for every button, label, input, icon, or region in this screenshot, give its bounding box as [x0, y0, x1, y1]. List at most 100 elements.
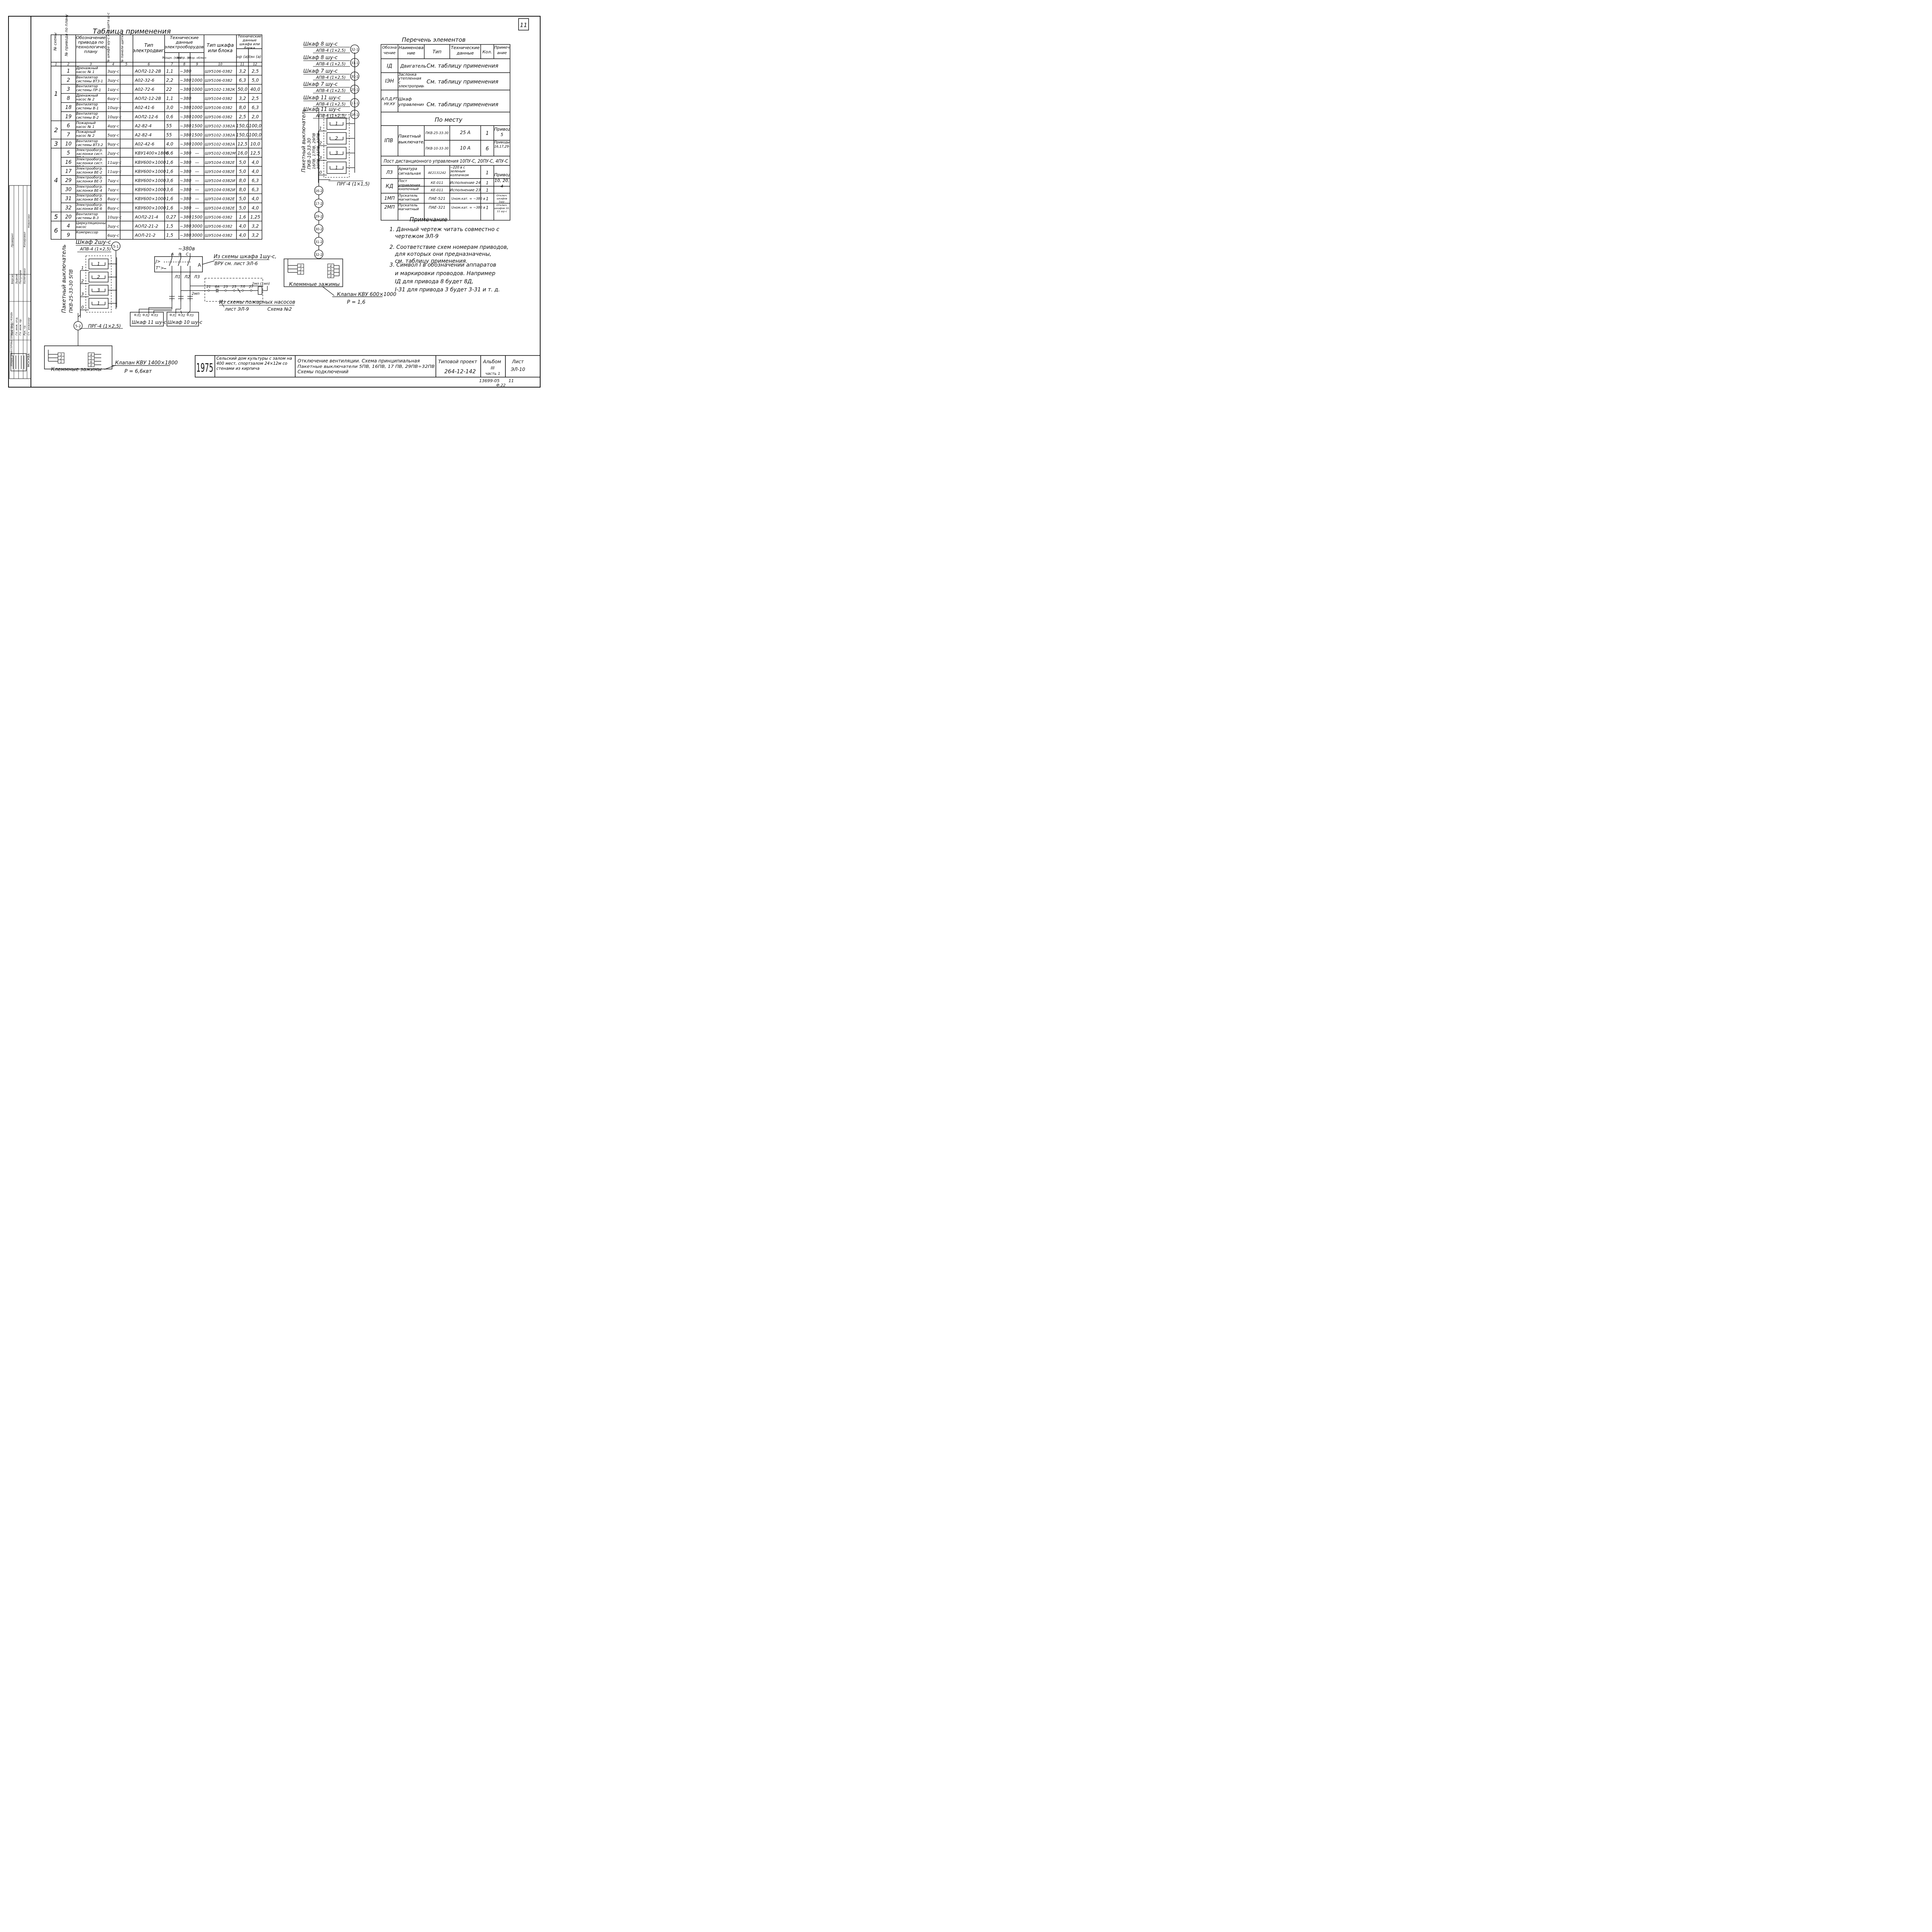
md-source-note-1: Из схемы шкафа 1шу-с,	[214, 254, 277, 260]
stamp-logo	[10, 353, 27, 371]
row-5-name: Вентилятор системы В-2	[76, 112, 99, 120]
stamp-check-1: Проверил	[11, 233, 14, 247]
row-18-rpm: 3000	[192, 233, 202, 238]
header-panel: № панели щитка	[121, 33, 124, 63]
row-4-name: Вентилятор системы В-1	[76, 103, 99, 111]
row-15-block: ШУ5104-0382Е	[205, 206, 235, 211]
rd-out-tag-text-1: 16-2	[315, 189, 322, 193]
row-4-cab: 10шу-с	[107, 106, 122, 110]
scheme-number-6: 6	[54, 227, 58, 234]
row-6-v: ~380	[180, 123, 191, 128]
row-15-drive: 32	[65, 205, 72, 211]
row-13-kw: 3,6	[166, 187, 173, 192]
row-2-rpm: 1000	[192, 87, 202, 92]
el-r6-qty1: 1	[486, 180, 489, 185]
row-18-ien: 3,2	[252, 233, 259, 238]
el-r8-name: Пускатель магнитный	[398, 204, 419, 211]
el-r5-data: ~220 в с зеленым колпачком	[450, 166, 469, 177]
row-12-ien: 6,3	[252, 178, 259, 183]
ld-terminal-text-r-1: 4	[90, 353, 92, 357]
row-15-name: Электрообогр. заслонки ВЕ-6	[76, 203, 103, 211]
rd-terminal-text-r-4: 0	[330, 275, 332, 278]
rd-terminal-box	[284, 259, 343, 287]
row-1-ien: 5,0	[252, 77, 259, 83]
scheme-number-1: 1	[54, 90, 58, 97]
row-15-ien: 4,0	[252, 205, 259, 211]
row-8-ien: 10,0	[250, 141, 260, 147]
col-number-10: 10	[218, 63, 223, 66]
row-9-kw: 6,6	[166, 150, 173, 156]
el-r7-code: 1МП	[384, 196, 395, 201]
el-r3-code: А,П,Д,РТ НУ,КУ	[381, 97, 398, 106]
row-11-inr: 5,0	[239, 168, 246, 174]
ld-wire-number-3: 3	[81, 292, 84, 297]
ld-switch-number-3: 3	[97, 287, 100, 293]
md-line-3: Л3	[194, 274, 200, 279]
rd-feed-cable-4: АПВ-4 (1×2,5)	[316, 88, 345, 93]
rd-feed-cab-6: Шкаф 11 шу-с	[303, 107, 341, 112]
row-16-drive: 20	[65, 214, 72, 220]
row-10-drive: 16	[65, 160, 72, 165]
ld-valve: Клапан КВУ 1400×1800	[115, 360, 178, 366]
ld-terminal-text-l-2: 2	[60, 357, 62, 360]
md-cab-a-box	[130, 312, 164, 327]
row-5-kw: 0,6	[166, 114, 173, 119]
el-header-note: Примечание	[494, 46, 510, 55]
header-motor: Тип электродвигателя	[133, 43, 165, 53]
rd-switch-number-1: 1	[335, 121, 338, 126]
row-10-motor: КВУ600×1000	[135, 160, 166, 165]
row-3-kw: 1,1	[166, 96, 173, 101]
tb-bottom-format: Ф.22	[496, 383, 506, 388]
rd-wire-number-3: 3	[319, 155, 322, 160]
row-14-ien: 4,0	[252, 196, 259, 201]
tb-album-label: Альбом	[483, 359, 501, 364]
row-11-name-fo: Электрообогр. заслонки ВЕ-2	[76, 167, 103, 175]
ld-terminal-text-l-3: 1	[60, 360, 62, 364]
el-r5-qty: 1	[486, 170, 489, 175]
header-blockdata: Технические данные шкафа или блока	[238, 35, 262, 49]
el-r8-qty: 1	[486, 205, 489, 210]
row-13-v: ~380	[180, 187, 191, 192]
usage-table: Таблица применения № схемы № привода по …	[51, 12, 262, 240]
el-r1-code: IД	[387, 63, 392, 69]
row-8-cab: 9шу-с	[107, 143, 119, 147]
tb-title-3: Схемы подключений	[298, 369, 349, 374]
md-fire-note-2: лист ЭЛ-9	[224, 306, 249, 312]
col-number-11: 11	[240, 63, 245, 66]
el-r4-type1: ПКВ-25-33-30	[425, 131, 449, 135]
stamp-role-4: Рук. гр.	[23, 325, 26, 335]
el-r4-type2: ПКВ-10-33-30	[425, 147, 449, 151]
row-1-kw: 2,2	[166, 77, 173, 83]
row-17-v: ~380	[180, 224, 191, 229]
rd-feed-cab-5: Шкаф 11 шу-с	[303, 95, 341, 101]
el-r5-name: Арматура сигнальная	[398, 167, 421, 176]
row-3-ien: 2,5	[252, 96, 259, 101]
row-4-drive: 18	[65, 105, 72, 111]
row-6-motor: А2-82-4	[134, 123, 151, 128]
el-remote: Пост дистанционного управления 10ПУ-С, 2…	[384, 158, 508, 164]
row-0-block: ШУ5106-0382	[205, 70, 232, 74]
middle-diagram: ~380в J> T°> А В С А Из схемы шкафа 1шу-…	[130, 246, 295, 327]
rd-out-tag-text-4: 30-2	[315, 228, 322, 231]
row-4-block: ШУ5106-0382	[205, 106, 232, 110]
rd-feed-cable-2: АПВ-4 (1×2,5)	[316, 62, 345, 66]
tb-title-2: Пакетные выключатели 5ПВ, 16ПВ, 17 ПВ, 2…	[298, 364, 435, 369]
row-2-v: ~380	[180, 87, 191, 92]
rd-feed-tag-text-1: 32-1	[351, 48, 358, 52]
row-11-motor: КВУ600×1000	[135, 169, 166, 174]
md-breaker-contacts	[164, 253, 191, 301]
md-cab-b-box	[167, 312, 199, 327]
header-tech: Технические данные электрооборудования	[165, 36, 204, 49]
rd-feed-cable-5: АПВ-4 (1×2,5)	[316, 102, 345, 107]
row-14-name: Электрообогр. заслонки ВЕ-5	[76, 194, 103, 202]
row-9-drive: 5	[67, 150, 70, 156]
header-tech-fo: Технические данные электрооборудования	[165, 36, 204, 49]
row-12-motor: КВУ600×1000	[135, 178, 166, 183]
row-12-inr: 8,0	[239, 178, 246, 183]
subheader-v: Напр. (в)	[177, 56, 191, 60]
rd-wire-number-4: 0	[319, 170, 322, 175]
el-r7-qty: 1	[486, 196, 489, 201]
row-1-cab: 3шу-с	[107, 78, 119, 83]
el-section-title: По месту	[435, 116, 463, 123]
row-6-kw: 55	[166, 123, 172, 128]
